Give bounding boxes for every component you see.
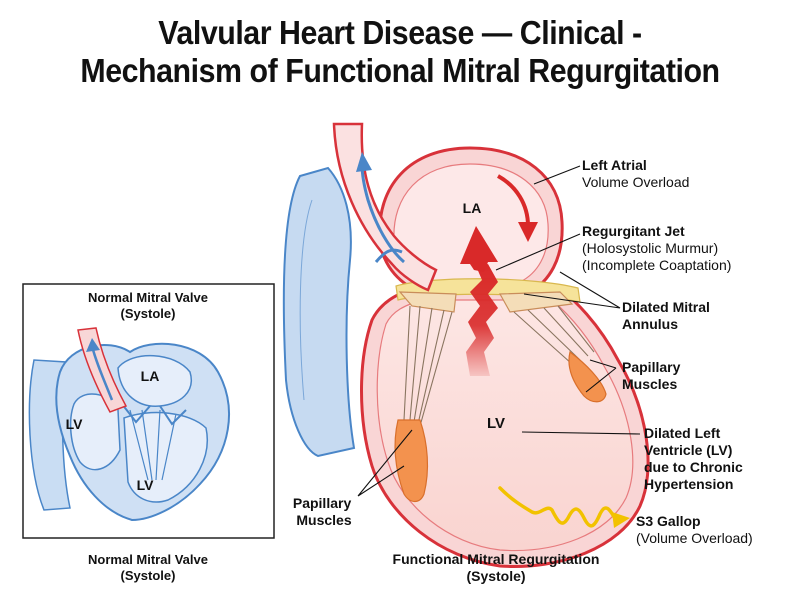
inset-caption-line-1: Normal Mitral Valve <box>88 552 208 567</box>
inset-left-atrium <box>117 355 193 407</box>
label-papillary-left: Papillary Muscles <box>293 495 355 528</box>
inset-flow-arrow-icon <box>86 338 100 352</box>
label-papillary-left-line-2: Muscles <box>296 512 351 528</box>
label-annulus-line-2: Annulus <box>622 316 678 332</box>
la-overload-curve <box>496 174 530 227</box>
right-papillary-muscle <box>568 350 607 403</box>
s3-gallop-wave <box>498 486 618 528</box>
inset-chordae <box>129 409 177 481</box>
inset-lv-left-label: LV <box>66 416 84 432</box>
inset-left-ventricle-chamber <box>69 393 121 471</box>
label-annulus: Dilated Mitral Annulus <box>622 299 714 332</box>
label-lv-dilated-line-1: Dilated Left <box>644 425 721 441</box>
leader-annulus <box>523 271 621 309</box>
inset-header-line-1: Normal Mitral Valve <box>88 290 208 305</box>
label-jet: Regurgitant Jet (Holosystolic Murmur) (I… <box>582 223 731 273</box>
normal-valve-inset: Normal Mitral Valve (Systole) LA LV LV <box>22 283 275 539</box>
label-jet-line-2: (Holosystolic Murmur) <box>582 240 718 256</box>
leader-papillary-right <box>585 359 617 393</box>
inset-header-line-2: (Systole) <box>121 306 176 321</box>
main-blue-vessel <box>282 166 356 458</box>
label-lv-dilated-line-2: Ventricle (LV) <box>644 442 732 458</box>
main-caption-line-2: (Systole) <box>466 568 525 584</box>
regurgitant-jet-arrow-icon <box>460 226 498 272</box>
label-papillary-left-line-1: Papillary <box>293 495 352 511</box>
left-chordae <box>403 305 453 427</box>
leader-lines <box>357 165 641 497</box>
page-title: Valvular Heart Disease — Clinical - Mech… <box>32 14 768 90</box>
title-line-1: Valvular Heart Disease — Clinical - <box>158 14 642 51</box>
label-s3-line-1: S3 Gallop <box>636 513 701 529</box>
regurgitant-jet <box>466 264 498 376</box>
leader-lv-dilated <box>521 431 641 435</box>
main-lv-label: LV <box>487 415 505 432</box>
label-papillary-right: Papillary Muscles <box>622 359 684 392</box>
label-la-overload-line-2: Volume Overload <box>582 174 689 190</box>
label-papillary-right-line-2: Muscles <box>622 376 677 392</box>
inset-la-label: LA <box>141 368 160 384</box>
main-la-label: LA <box>463 200 482 216</box>
label-la-overload: Left Atrial Volume Overload <box>582 157 689 190</box>
main-caption-line-1: Functional Mitral Regurgitation <box>393 551 600 567</box>
label-annulus-line-1: Dilated Mitral <box>622 299 710 315</box>
inset-lower-ventricle-chamber <box>123 411 208 503</box>
leader-jet <box>495 233 581 271</box>
aortic-flow-arrow-icon <box>356 152 372 172</box>
posterior-leaflet <box>498 291 574 313</box>
s3-gallop-arrow-icon <box>612 512 630 528</box>
inset-lv-bottom-label: LV <box>137 477 155 493</box>
label-lv-dilated: Dilated Left Ventricle (LV) due to Chron… <box>644 425 747 492</box>
la-overload-arrow-icon <box>518 222 538 242</box>
title-line-2: Mechanism of Functional Mitral Regurgita… <box>80 52 720 89</box>
label-la-overload-line-1: Left Atrial <box>582 157 647 173</box>
label-lv-dilated-line-4: Hypertension <box>644 476 733 492</box>
aortic-flow-fork <box>374 248 403 263</box>
label-lv-dilated-line-3: due to Chronic <box>644 459 743 475</box>
functional-mr-heart: LA LV <box>282 122 650 568</box>
label-s3-line-2: (Volume Overload) <box>636 530 753 546</box>
inset-caption-line-2: (Systole) <box>121 568 176 583</box>
leader-papillary-left <box>357 429 413 497</box>
label-papillary-right-line-1: Papillary <box>622 359 681 375</box>
label-s3: S3 Gallop (Volume Overload) <box>636 513 753 546</box>
main-blue-vessel-highlight <box>299 199 313 401</box>
leader-la-overload <box>533 165 581 185</box>
label-jet-line-1: Regurgitant Jet <box>582 223 685 239</box>
label-jet-line-3: (Incomplete Coaptation) <box>582 257 731 273</box>
right-chordae <box>513 305 595 365</box>
inset-mitral-leaflets <box>121 403 187 426</box>
anterior-leaflet <box>398 291 457 313</box>
